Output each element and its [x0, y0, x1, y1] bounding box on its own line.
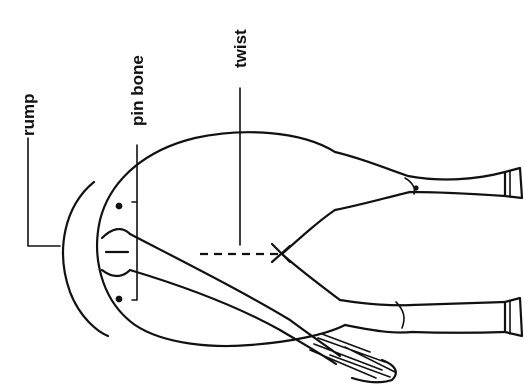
- body-outline: [97, 132, 345, 346]
- rump-leader: [28, 138, 60, 246]
- hoof-upper: [505, 168, 522, 198]
- leg-fork: [272, 210, 340, 300]
- tail-head: [102, 229, 130, 276]
- hind-leg-upper: [335, 152, 505, 210]
- pin-bone-label: pin bone: [128, 55, 147, 126]
- rump-label: rump: [19, 94, 38, 137]
- hind-leg-upper-dewclaw: [413, 185, 418, 190]
- twist-label: twist: [231, 29, 250, 68]
- pin-bone-point-upper: [116, 203, 123, 210]
- tail-switch: [310, 334, 395, 378]
- hind-leg-lower: [340, 300, 505, 333]
- pin-bone-point-lower: [116, 296, 123, 303]
- hoof-lower: [505, 298, 522, 336]
- rump-arc: [63, 182, 108, 336]
- pin-bone-bracket: [132, 202, 137, 300]
